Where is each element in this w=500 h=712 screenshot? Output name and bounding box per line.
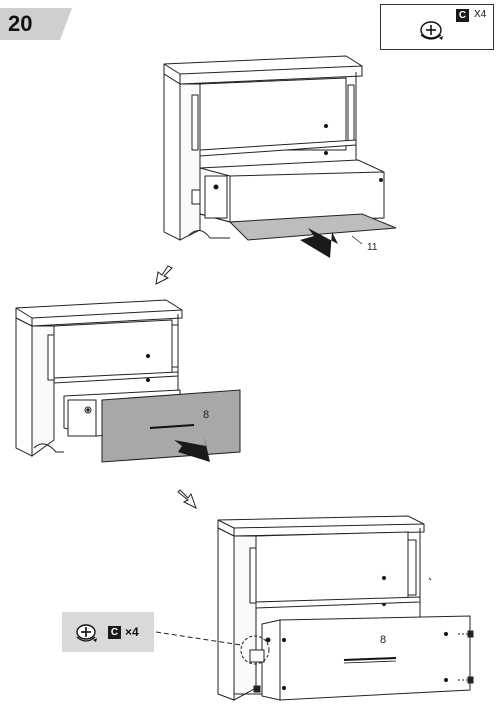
cabinet-drawer-front <box>15 299 241 463</box>
cam-lock-icon <box>76 624 97 642</box>
parts-box: C X4 <box>380 4 494 50</box>
push-arrow-2 <box>174 436 210 462</box>
leader-line <box>155 631 242 646</box>
step-number: 20 <box>8 11 33 36</box>
part-qty: X4 <box>474 9 487 20</box>
part-label-11: 11 <box>367 242 378 253</box>
callout-part-qty: ×4 <box>125 625 139 639</box>
push-arrow <box>300 228 338 258</box>
callout-part-letter: C <box>108 626 121 639</box>
step-badge: 20 <box>0 8 72 40</box>
down-arrow-1 <box>155 265 173 285</box>
cabinet-cam-lock <box>217 515 474 701</box>
cam-lock-callout: C ×4 <box>62 612 154 652</box>
detail-circle <box>240 635 270 665</box>
part-label-8-drawer-front: 8 <box>203 409 210 421</box>
cabinet-shelf-insert <box>163 55 397 241</box>
step-badge-bg <box>0 8 72 40</box>
part-label-8-front: 8 <box>380 634 387 646</box>
down-arrow-2 <box>177 489 197 510</box>
part-letter: C <box>456 9 469 22</box>
cam-lock-icon <box>420 21 443 40</box>
